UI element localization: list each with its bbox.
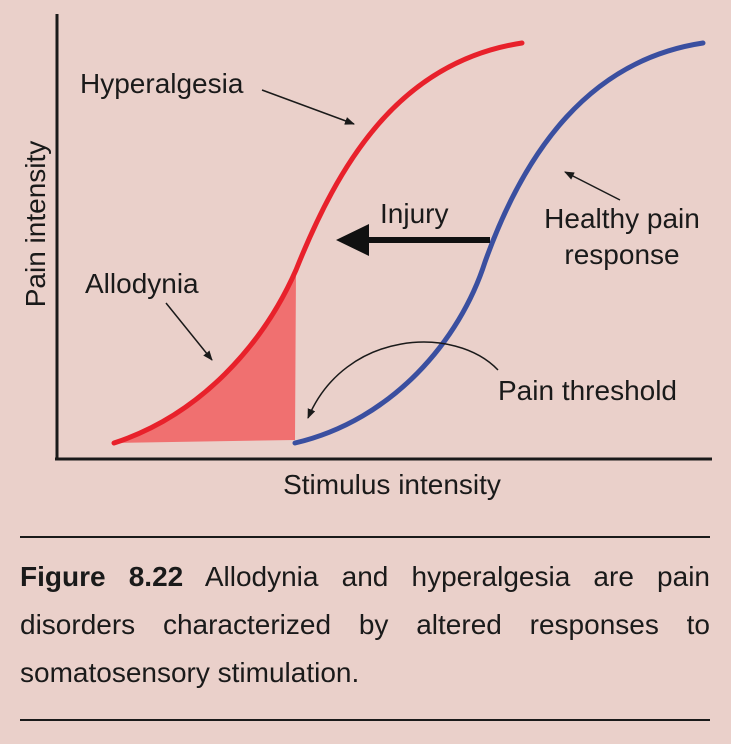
caption-text: Allodynia and hyperalgesia are pain diso… [20, 561, 710, 688]
figure-caption: Figure 8.22 Allodynia and hyperalgesia a… [20, 553, 710, 697]
sensitized-pain-curve [111, 40, 525, 446]
hyperalgesia-label: Hyperalgesia [80, 68, 244, 99]
figure-number: Figure 8.22 [20, 561, 184, 592]
allodynia-shaded-region [114, 270, 296, 443]
hyperalgesia-pointer-arrow [261, 89, 355, 125]
caption-top-rule [20, 536, 710, 538]
healthy-response-label-line2: response [564, 239, 679, 270]
allodynia-label: Allodynia [85, 268, 199, 299]
injury-label: Injury [380, 198, 448, 229]
healthy-response-label-line1: Healthy pain [544, 203, 700, 234]
healthy-pain-curve [292, 40, 706, 446]
healthy-response-pointer-arrow [564, 171, 621, 201]
caption-bottom-rule [20, 719, 710, 721]
allodynia-pointer-arrow [165, 302, 213, 361]
injury-arrow-head [336, 224, 369, 256]
x-axis-label: Stimulus intensity [283, 469, 501, 500]
pain-threshold-pointer-arrow [307, 341, 499, 419]
pain-threshold-label: Pain threshold [498, 375, 677, 406]
y-axis-label: Pain intensity [20, 141, 51, 308]
pain-response-diagram: Hyperalgesia Allodynia Injury Healthy pa… [20, 14, 712, 500]
